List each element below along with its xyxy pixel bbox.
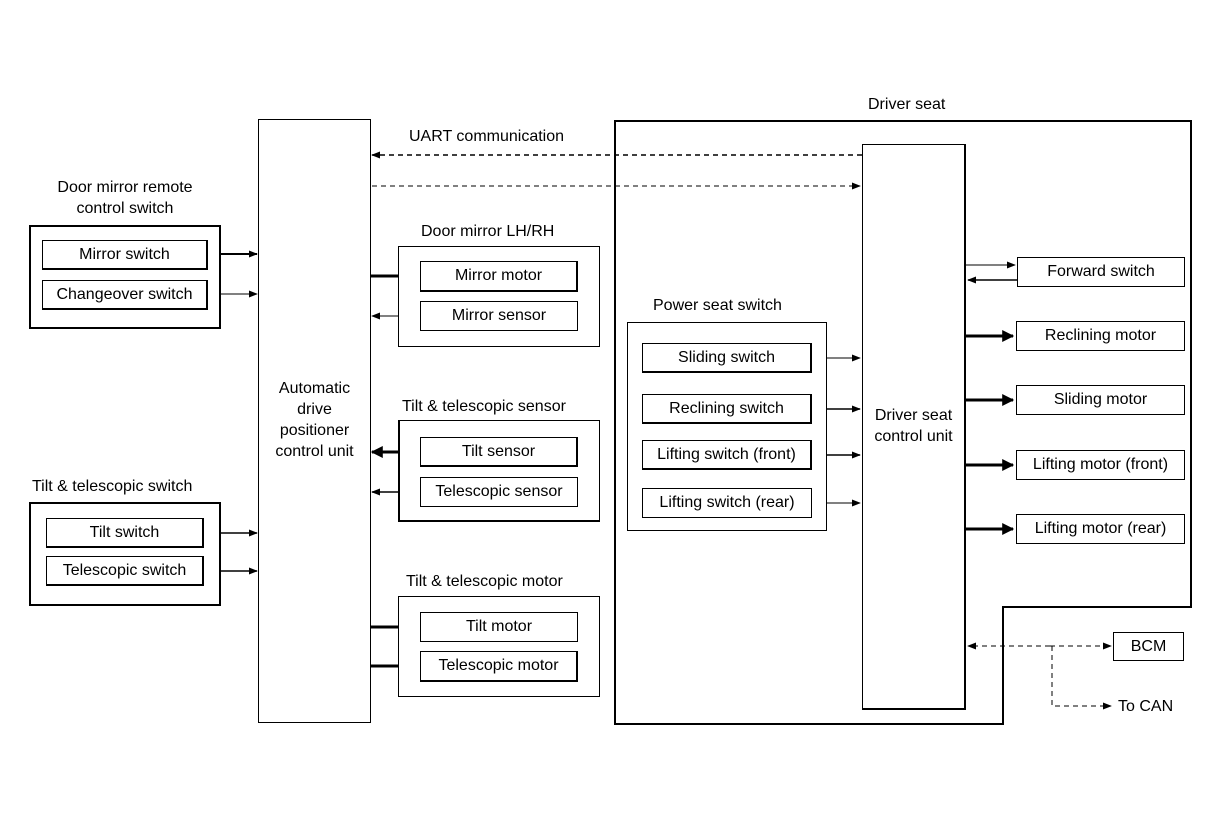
lifting-switch-rear: Lifting switch (rear) (642, 488, 812, 518)
telescopic-motor: Telescopic motor (420, 651, 578, 682)
lifting-motor-rear: Lifting motor (rear) (1016, 514, 1185, 544)
changeover-switch: Changeover switch (42, 280, 208, 310)
lifting-motor-front: Lifting motor (front) (1016, 450, 1185, 480)
adp-label-line-4: control unit (275, 443, 354, 460)
adp-label-line-2: drive (297, 401, 332, 418)
telescopic-switch: Telescopic switch (46, 556, 204, 586)
adp-control-unit-label: Automatic drive positioner control unit (259, 378, 370, 462)
driver-seat-control-unit-label: Driver seat control unit (863, 405, 964, 447)
lifting-switch-front: Lifting switch (front) (642, 440, 812, 470)
mirror-motor: Mirror motor (420, 261, 578, 292)
driver-seat-label: Driver seat (868, 96, 946, 113)
tilt-sensor: Tilt sensor (420, 437, 578, 467)
driver-seat-outline (614, 120, 1192, 725)
tilt-tele-motor-title: Tilt & telescopic motor (406, 573, 563, 590)
adp-label-line-3: positioner (279, 422, 350, 439)
reclining-motor: Reclining motor (1016, 321, 1185, 351)
mirror-switch: Mirror switch (42, 240, 208, 270)
to-can-label: To CAN (1118, 698, 1174, 715)
sliding-motor: Sliding motor (1016, 385, 1185, 415)
door-mirror-title: Door mirror LH/RH (421, 223, 555, 240)
tilt-tele-sensor-title: Tilt & telescopic sensor (402, 398, 566, 415)
uart-communication-label: UART communication (409, 128, 565, 145)
reclining-switch: Reclining switch (642, 394, 812, 424)
telescopic-sensor: Telescopic sensor (420, 477, 578, 507)
door-mirror-remote-title: Door mirror remote control switch (30, 177, 220, 219)
sliding-switch: Sliding switch (642, 343, 812, 373)
door-mirror-remote-title-line-1: Door mirror remote (57, 179, 193, 196)
tilt-motor: Tilt motor (420, 612, 578, 642)
dscu-label-line-2: control unit (874, 428, 953, 445)
adp-control-unit: Automatic drive positioner control unit (258, 119, 371, 723)
bcm-box: BCM (1113, 632, 1184, 661)
dscu-label-line-1: Driver seat (874, 407, 953, 424)
door-mirror-remote-title-line-2: control switch (76, 200, 174, 217)
mirror-sensor: Mirror sensor (420, 301, 578, 331)
power-seat-switch-title: Power seat switch (653, 297, 782, 314)
driver-seat-control-unit: Driver seat control unit (862, 144, 966, 710)
tilt-tele-switch-title: Tilt & telescopic switch (32, 478, 193, 495)
forward-switch: Forward switch (1017, 257, 1185, 287)
tilt-switch: Tilt switch (46, 518, 204, 548)
to-can-line (1051, 646, 1112, 710)
adp-label-line-1: Automatic (278, 380, 351, 397)
